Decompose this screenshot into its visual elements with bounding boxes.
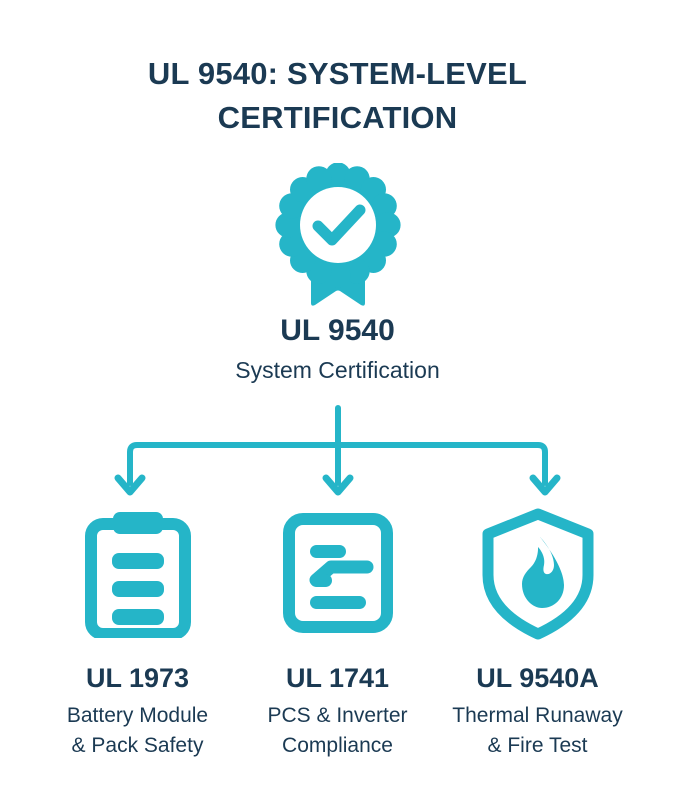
shield-flame-icon xyxy=(482,508,593,640)
branch-description: Thermal Runaway & Fire Test xyxy=(452,701,622,761)
connector-bus xyxy=(127,442,548,486)
clipboard-battery-icon xyxy=(84,512,191,638)
root-node-label: UL 9540 System Certification xyxy=(0,311,675,387)
branch-description-line-1: Battery Module xyxy=(66,704,209,727)
branch-description: Battery Module & Pack Safety xyxy=(67,701,208,761)
connector-tree xyxy=(114,405,561,496)
branch-title: UL 1973 xyxy=(85,663,190,693)
page-title: UL 9540: SYSTEM-LEVEL CERTIFICATION xyxy=(0,52,675,140)
branch-icon-wrap xyxy=(476,508,600,640)
branch-icon-wrap xyxy=(79,508,197,640)
root-node-icon-wrap xyxy=(0,163,675,311)
branch-columns: UL 1973 Battery Module & Pack Safety xyxy=(0,508,675,761)
arrowhead-right xyxy=(529,474,561,496)
root-node-subtitle: System Certification xyxy=(235,357,440,383)
inverter-circuit-icon xyxy=(282,513,393,633)
branch-icon-wrap xyxy=(279,508,397,640)
certification-badge-icon xyxy=(274,163,401,306)
branch-description-line-1: PCS & Inverter xyxy=(267,704,408,727)
branch-description-line-2: Compliance xyxy=(282,734,393,757)
arrowhead-left xyxy=(114,474,146,496)
branch-description-line-2: & Fire Test xyxy=(487,734,588,757)
branch-title: UL 9540A xyxy=(476,663,599,693)
check-icon xyxy=(312,204,365,246)
page-title-line-1: UL 9540: SYSTEM-LEVEL xyxy=(147,56,528,91)
root-node-title: UL 9540 xyxy=(280,314,395,347)
branch-column-ul-1973[interactable]: UL 1973 Battery Module & Pack Safety xyxy=(38,508,238,761)
arrowhead-center xyxy=(322,474,354,496)
branch-description: PCS & Inverter Compliance xyxy=(267,701,407,761)
branch-column-ul-9540a[interactable]: UL 9540A Thermal Runaway & Fire Test xyxy=(438,508,638,761)
branch-description-line-2: & Pack Safety xyxy=(71,734,204,757)
branch-title: UL 1741 xyxy=(285,663,390,693)
page-title-line-2: CERTIFICATION xyxy=(217,100,458,135)
branch-description-line-1: Thermal Runaway xyxy=(452,704,623,727)
branch-column-ul-1741[interactable]: UL 1741 PCS & Inverter Compliance xyxy=(238,508,438,761)
